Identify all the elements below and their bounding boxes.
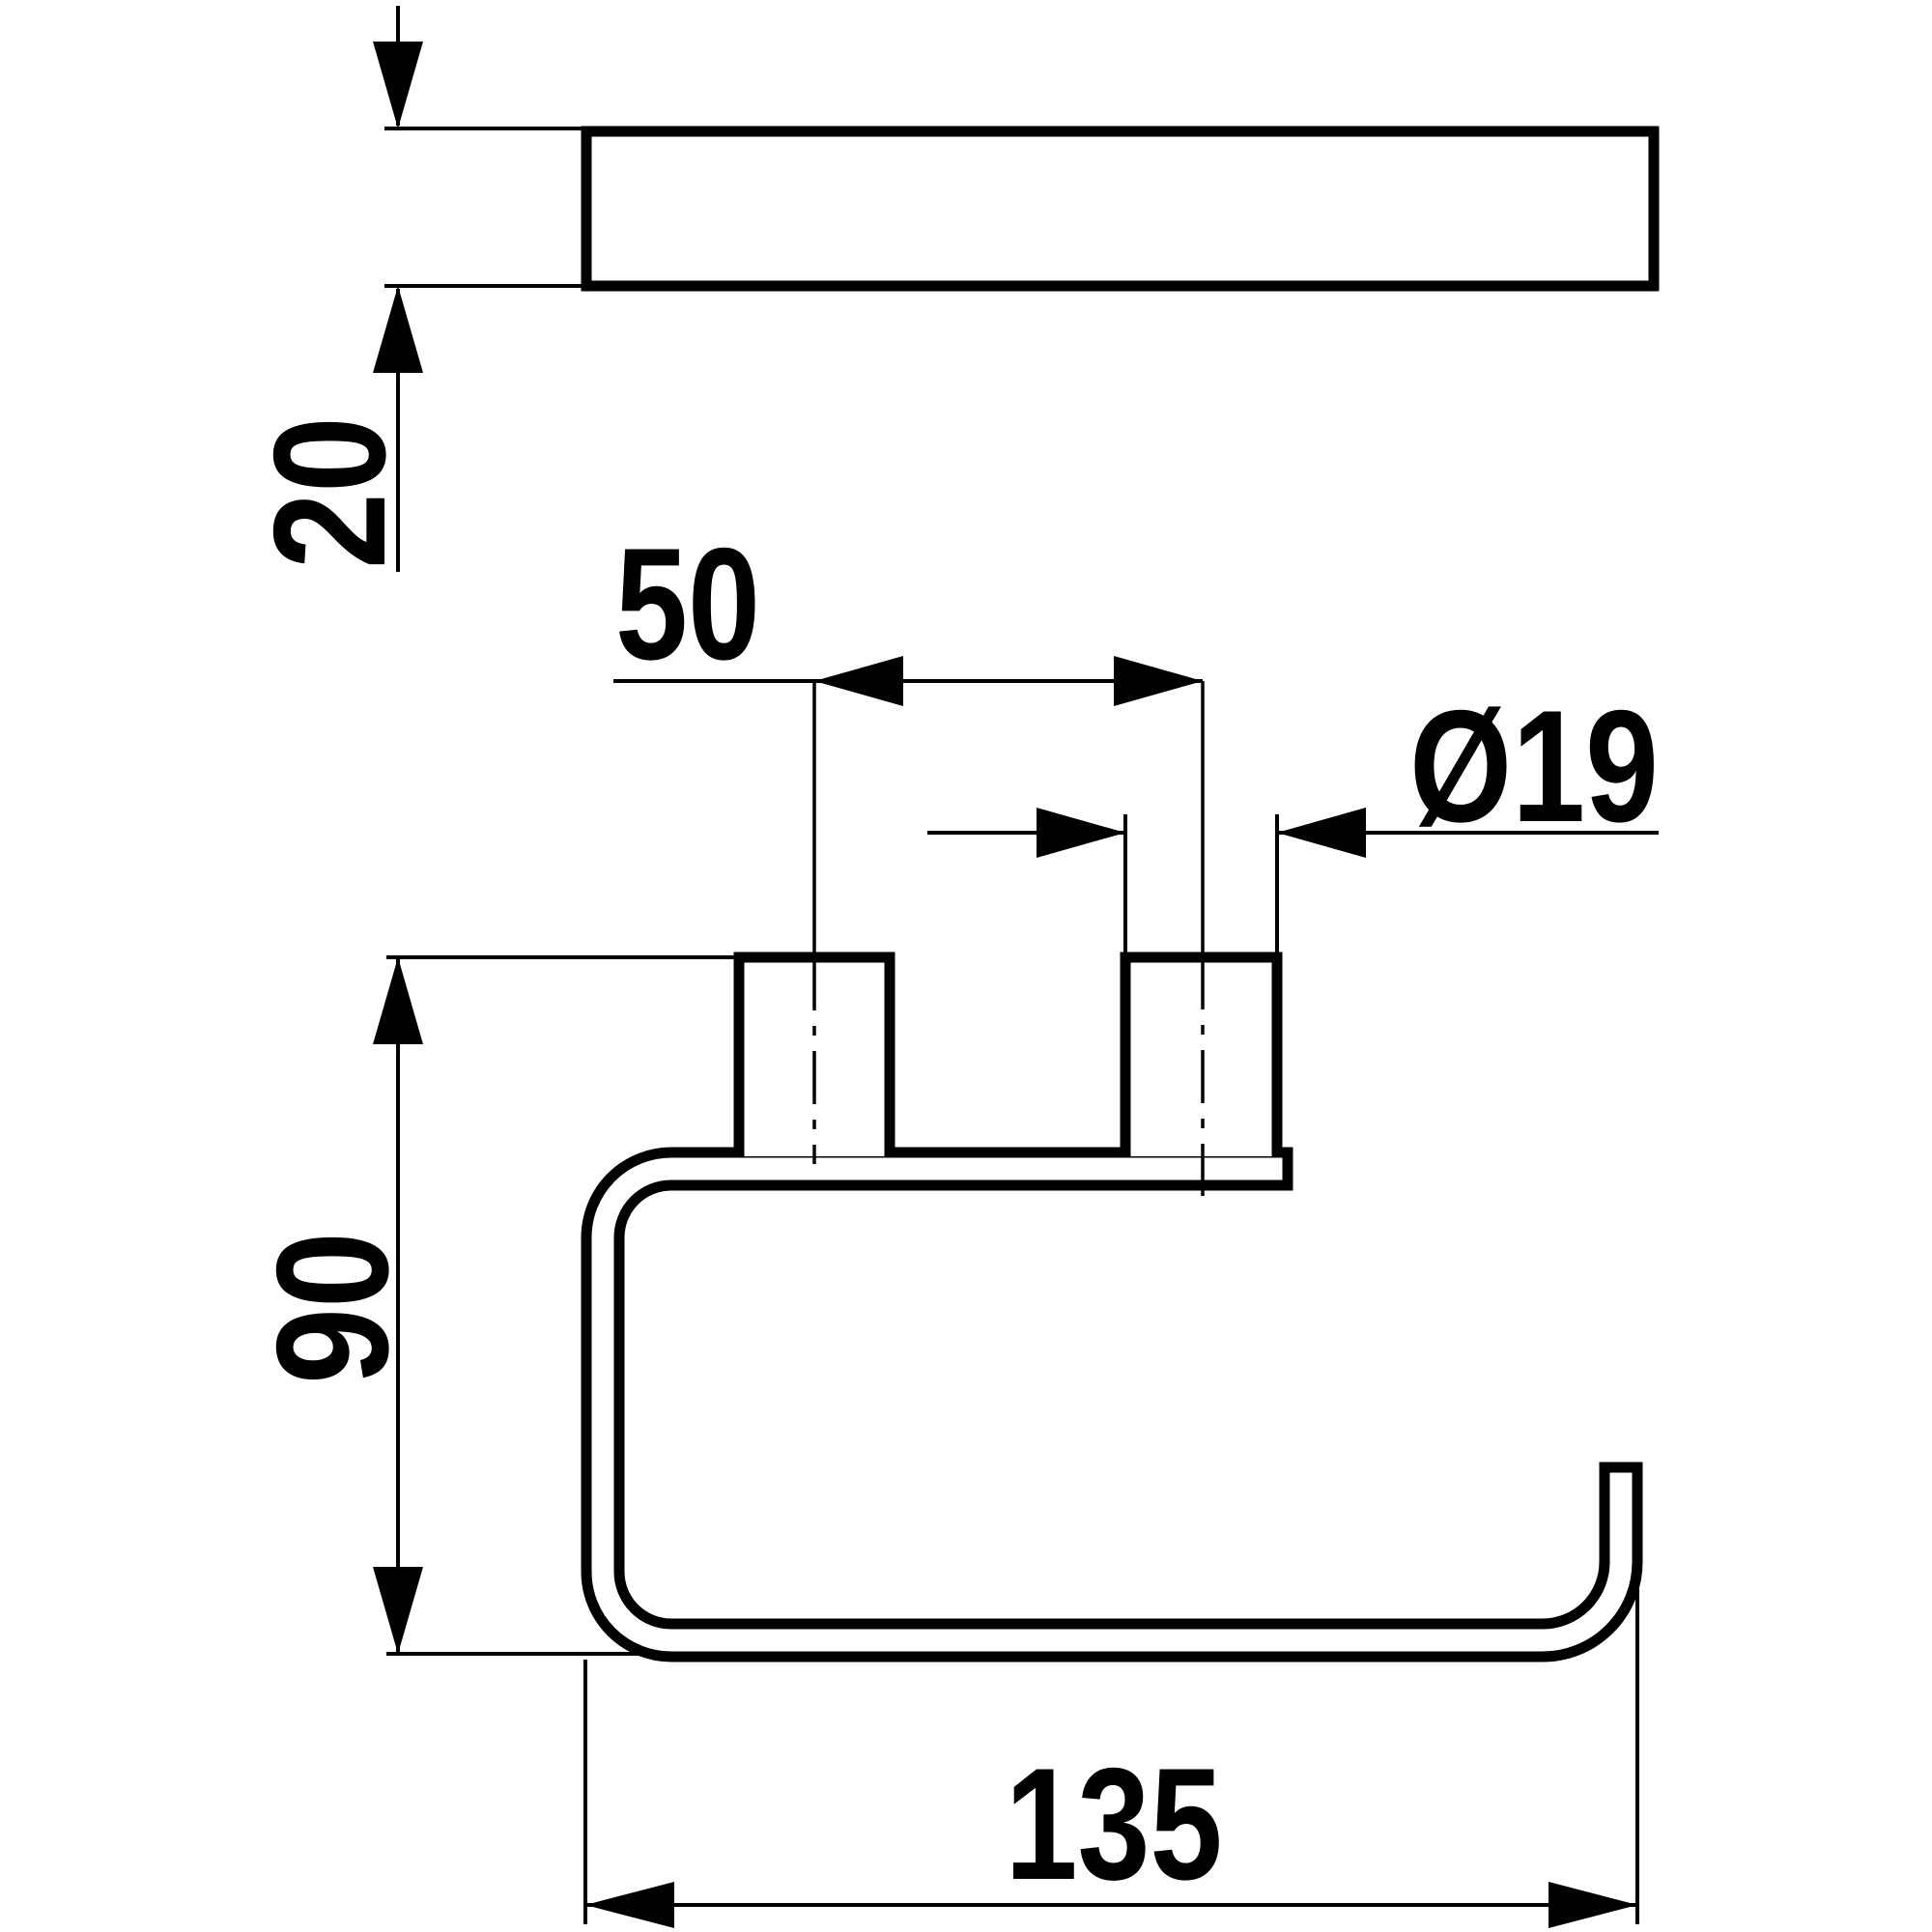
dim-135-label: 135 — [1006, 1735, 1223, 1913]
dim-19-arrow-right-icon — [1037, 808, 1125, 858]
dim-20-arrow-up-icon — [373, 286, 423, 373]
dim-20-arrow-down-icon — [373, 42, 423, 128]
holder-tube-outline — [581, 1147, 1643, 1662]
dim-19-arrow-left-icon — [1277, 808, 1366, 858]
dim-135-arrow-left-icon — [585, 1882, 674, 1928]
dim-50-arrow-right-icon — [1114, 656, 1203, 706]
dim-135-arrow-right-icon — [1548, 1882, 1637, 1928]
dim-90-label: 90 — [243, 1232, 421, 1384]
dimension-50: 50 — [613, 515, 1203, 706]
dim-50-arrow-left-icon — [814, 656, 903, 706]
dimension-20: 20 — [241, 6, 582, 572]
front-view-holder — [581, 681, 1643, 1662]
dim-90-arrow-up-icon — [373, 957, 423, 1044]
dim-50-label: 50 — [615, 515, 760, 693]
dimension-135: 135 — [583, 1584, 1639, 1928]
dim-20-label: 20 — [241, 416, 418, 569]
dimension-90: 90 — [243, 955, 734, 1656]
top-view-bar — [581, 126, 1660, 292]
dim-19-label: Ø19 — [1409, 677, 1659, 855]
bar-plate-outline — [581, 126, 1660, 292]
dim-90-arrow-down-icon — [373, 1567, 423, 1654]
dimension-dia19: Ø19 — [927, 677, 1659, 952]
